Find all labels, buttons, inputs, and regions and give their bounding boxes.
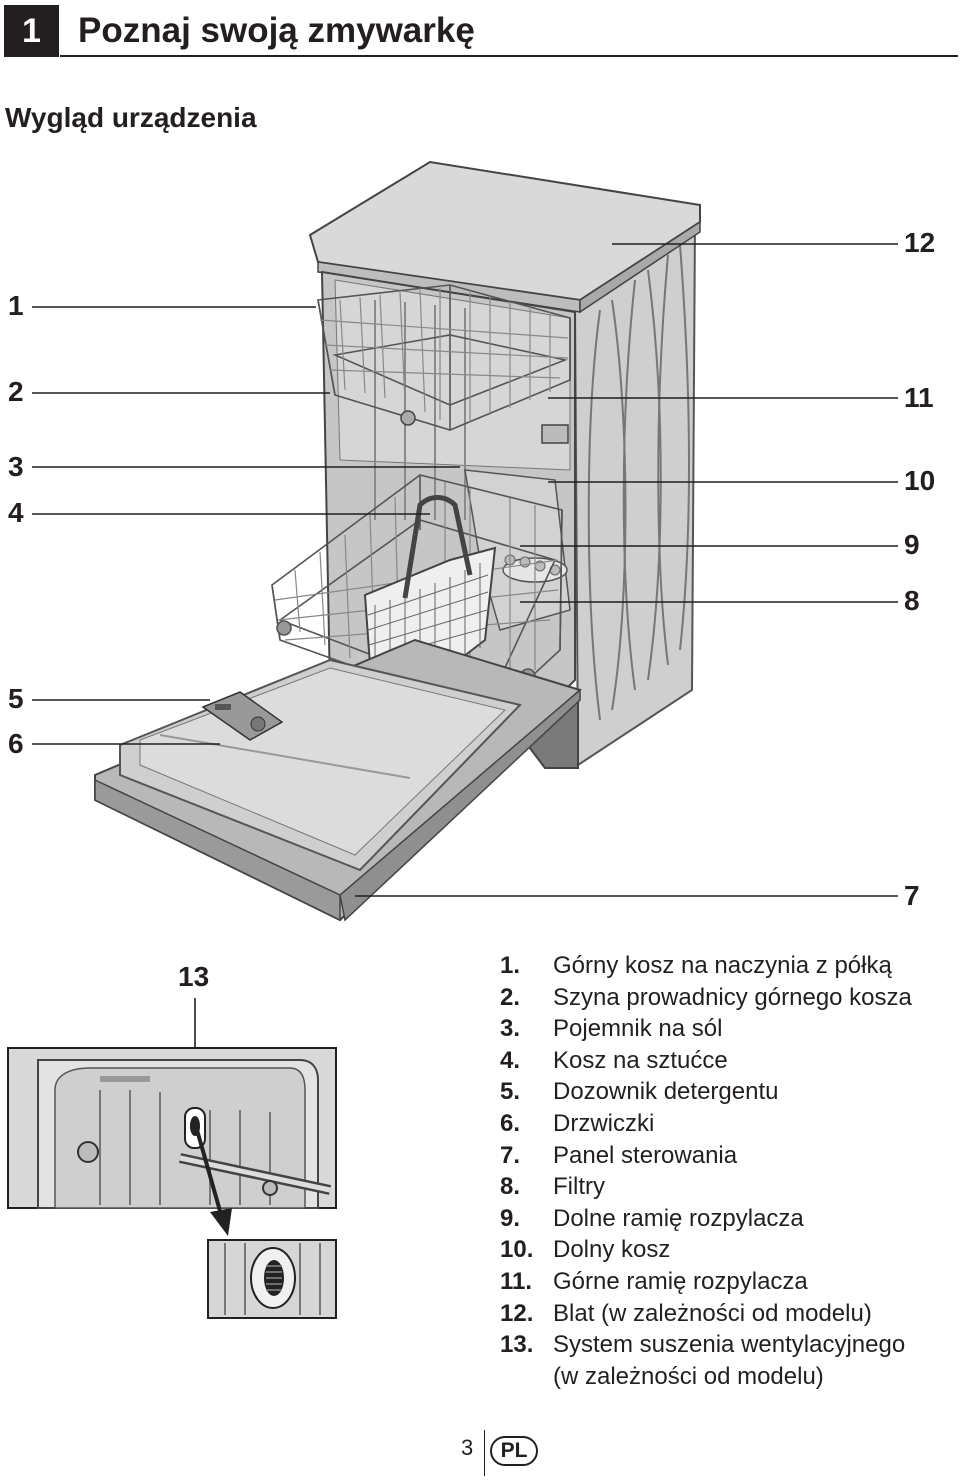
- callout-3: 3: [8, 451, 24, 482]
- legend-number: 5.: [500, 1078, 521, 1106]
- legend-number: 12.: [500, 1299, 534, 1327]
- callout-8: 8: [904, 585, 920, 616]
- legend-item: 13. System suszenia wentylacyjnego: [500, 1329, 955, 1361]
- legend-text: Panel sterowania: [553, 1141, 738, 1169]
- legend-item: 8. Filtry: [500, 1171, 955, 1203]
- legend-item: 5. Dozownik detergentu: [500, 1076, 955, 1108]
- section-title: Wygląd urządzenia: [5, 102, 257, 133]
- legend-text: System suszenia wentylacyjnego: [553, 1331, 906, 1359]
- chapter-rule: [60, 55, 958, 57]
- legend-number: 7.: [500, 1141, 521, 1169]
- legend-item: 6. Drzwiczki: [500, 1108, 955, 1140]
- legend-text: Dolny kosz: [553, 1236, 671, 1264]
- legend-text: (w zależności od modelu): [553, 1362, 824, 1390]
- control-panel: [94, 778, 341, 922]
- legend-number: 4.: [500, 1046, 521, 1074]
- callout-7: 7: [904, 880, 920, 911]
- legend-item: 7. Panel sterowania: [500, 1140, 955, 1172]
- legend-text: Blat (w zależności od modelu): [553, 1299, 872, 1327]
- page-number: 3: [461, 1435, 474, 1460]
- callout-leader-lines: [32, 243, 898, 1125]
- legend-text: Kosz na sztućce: [553, 1046, 728, 1074]
- chapter-title: Poznaj swoją zmywarkę: [78, 11, 475, 50]
- legend-number: [500, 1361, 553, 1393]
- upper-spray-arm: [541, 424, 569, 444]
- legend-item: 3. Pojemnik na sól: [500, 1013, 955, 1045]
- legend-item: 4. Kosz na sztućce: [500, 1045, 955, 1077]
- legend-item: 2. Szyna prowadnicy górnego kosza: [500, 982, 955, 1014]
- legend-number: 1.: [500, 952, 521, 979]
- legend-number: 13.: [500, 1331, 534, 1359]
- legend-number: 8.: [500, 1173, 521, 1201]
- upper-basket: [317, 284, 571, 431]
- callout-4: 4: [8, 497, 24, 528]
- legend-text: Filtry: [553, 1173, 605, 1201]
- callout-11: 11: [904, 382, 934, 413]
- language-badge: PL: [490, 1436, 538, 1466]
- callout-2: 2: [8, 376, 24, 407]
- callout-5: 5: [8, 683, 24, 714]
- callout-13: 13: [178, 961, 210, 992]
- callout-12: 12: [904, 227, 936, 258]
- legend-text: Górne ramię rozpylacza: [553, 1267, 808, 1295]
- legend-number: 11.: [500, 1267, 533, 1295]
- legend-item: 9. Dolne ramię rozpylacza: [500, 1203, 955, 1235]
- callout-10: 10: [904, 465, 936, 496]
- legend-text: Dozownik detergentu: [553, 1078, 779, 1106]
- legend-text: Dolne ramię rozpylacza: [553, 1204, 804, 1232]
- legend-number: 3.: [500, 1015, 521, 1043]
- legend-text: Górny kosz na naczynia z półką: [553, 952, 892, 979]
- legend-item: 10. Dolny kosz: [500, 1234, 955, 1266]
- legend-number: 6.: [500, 1109, 521, 1137]
- callout-1: 1: [8, 290, 24, 321]
- legend-text: Szyna prowadnicy górnego kosza: [553, 983, 912, 1011]
- legend-text: Drzwiczki: [553, 1109, 655, 1137]
- legend-text: Pojemnik na sól: [553, 1015, 723, 1043]
- legend-item: 12. Blat (w zależności od modelu): [500, 1298, 955, 1330]
- callout-9: 9: [904, 529, 920, 560]
- legend-number: 2.: [500, 983, 521, 1011]
- legend-item: 1. Górny kosz na naczynia z półką: [500, 950, 955, 982]
- detergent-dispenser: [201, 691, 284, 741]
- footer-divider: [484, 1430, 485, 1476]
- callout-6: 6: [8, 728, 24, 759]
- chapter-number: 1: [4, 5, 59, 57]
- vent-drying-inset: [7, 1047, 337, 1319]
- legend-item: 11. Górne ramię rozpylacza: [500, 1266, 955, 1298]
- legend-item: (w zależności od modelu): [500, 1361, 955, 1393]
- parts-legend: 1. Górny kosz na naczynia z półką 2. Szyna…: [500, 950, 955, 1392]
- legend-number: 9.: [500, 1204, 521, 1232]
- legend-number: 10.: [500, 1236, 534, 1264]
